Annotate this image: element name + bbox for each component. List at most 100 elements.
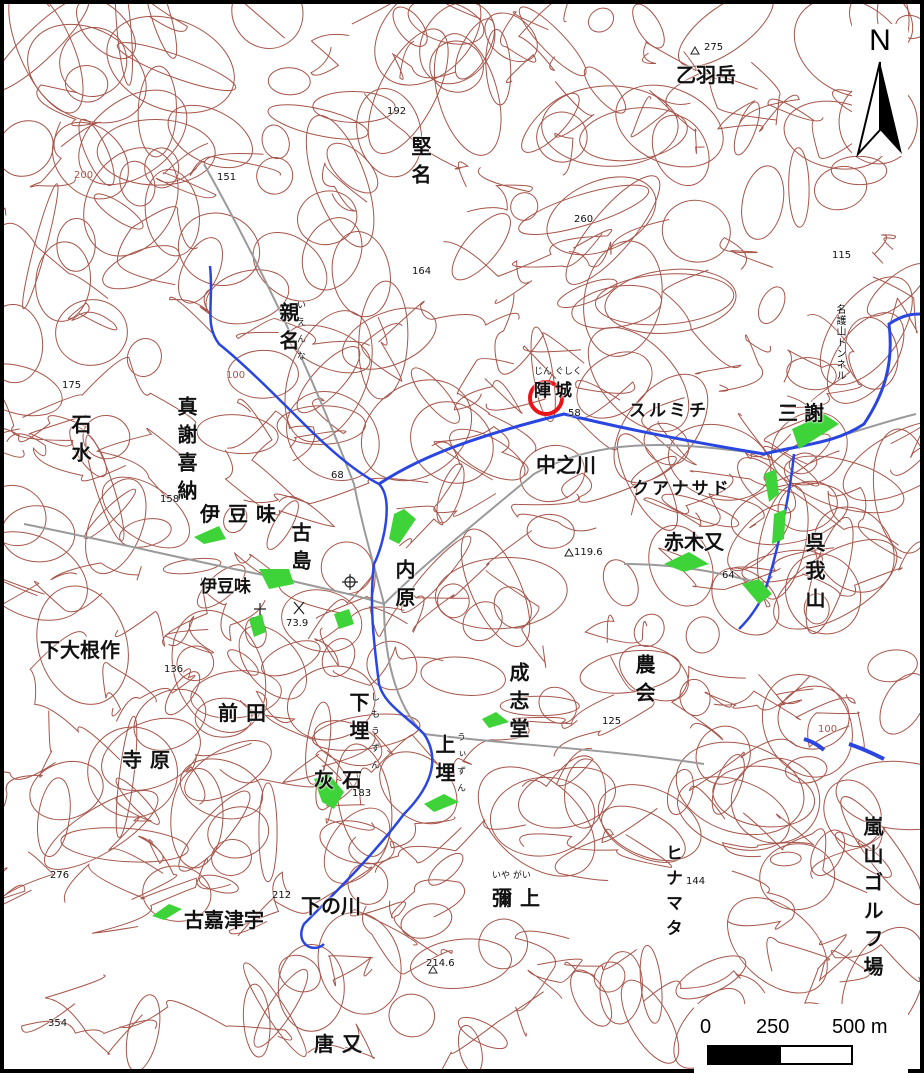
contour-line [322,162,368,212]
contour-line [428,852,464,886]
contour-line [289,397,347,448]
contour-line [485,28,512,106]
label-noukai: 農会 [632,654,656,710]
contour-line [119,1000,293,1041]
contour-line [666,768,694,816]
furigana-kamiumu: うぃずん [455,732,465,800]
contour-line [786,357,837,391]
contour-line [521,747,594,788]
contour-line [116,206,198,286]
contour-line [872,428,920,554]
contour-line [332,646,444,686]
contour-line [433,425,529,481]
contour-line [814,165,868,211]
contour-line [763,395,840,465]
contour-line [575,380,636,451]
contour-line [698,493,765,529]
contour-line [233,551,341,614]
contour-line [499,11,549,84]
contour-line [102,245,180,290]
contour-line [658,547,781,590]
contour-line [356,88,423,178]
elev-158: 158 [160,494,180,505]
contour-line [602,559,639,607]
contour-line [179,758,264,820]
label-oyana: 親名 [276,302,300,358]
contour-line [96,118,216,186]
contour-line [689,470,899,546]
contour-line [757,286,786,324]
contour-line [4,710,53,807]
contour-line [102,662,157,717]
contour-line [866,263,920,317]
label-shimooonezaku: 下大根作 [40,638,120,662]
contour-line [579,107,688,162]
contour-line [83,147,179,257]
contour-line [367,28,449,154]
contour-line [184,739,272,802]
contour-line [844,316,899,390]
contour-line [584,614,648,644]
contour-line [231,4,304,49]
contour-line [485,345,582,411]
contour-line [196,564,246,609]
contour-line [307,1023,376,1059]
contour-line [27,23,147,124]
contour-line [709,61,781,126]
contour-line [177,212,261,286]
contour-line [810,826,886,879]
contour-line [144,169,200,257]
contour-line [4,484,47,547]
contour-line [258,782,278,883]
contour-line [510,192,539,221]
contour-line [4,304,44,384]
contour-line [4,363,63,417]
contour-line [144,147,180,189]
label-otohanedake: 乙羽岳 [676,63,736,87]
contour-line [451,213,511,281]
contour-line [564,949,637,980]
contour-line [518,184,650,235]
contour-line [457,1016,508,1050]
contour-line [662,269,743,375]
contour-line [115,668,196,722]
contour-line [267,67,311,96]
contour-line [35,241,92,322]
contour-line [410,938,512,989]
contour-line [63,863,232,903]
contour-line [114,577,208,648]
contour-line [4,851,54,899]
contour-line [784,756,828,784]
contour-line [312,90,396,124]
contour-line [541,85,679,167]
label-shimoumu: 下埋 [346,692,370,748]
contour-line [277,944,345,1032]
contour-line [319,820,395,865]
contour-line [143,4,178,59]
contour-line [519,833,673,868]
contour-line [661,493,740,528]
contour-line [726,870,796,930]
contour-line [4,4,90,92]
contour-line [44,974,143,1056]
contour-line [879,673,920,735]
contour-line [633,613,665,647]
contour-line [4,207,109,299]
label-katana: 堅名 [408,136,432,192]
contour-line [286,665,376,741]
contour-line [207,806,270,859]
contour-line [420,656,506,696]
contour-line [802,541,920,597]
contour-line [211,839,252,876]
label-kugayama: 呉我山 [802,532,826,616]
contour-line [784,314,862,408]
contour-line [649,89,705,154]
contour-line [87,726,178,818]
label-nakanokawa: 中之川 [536,453,596,477]
contour-line [431,441,497,517]
label-jinjo: 陣城 [534,381,576,401]
scale-tick-0: 0 [700,1016,712,1038]
contour-line [630,455,677,486]
elev-151: 151 [217,172,237,183]
contour-line [223,505,248,534]
